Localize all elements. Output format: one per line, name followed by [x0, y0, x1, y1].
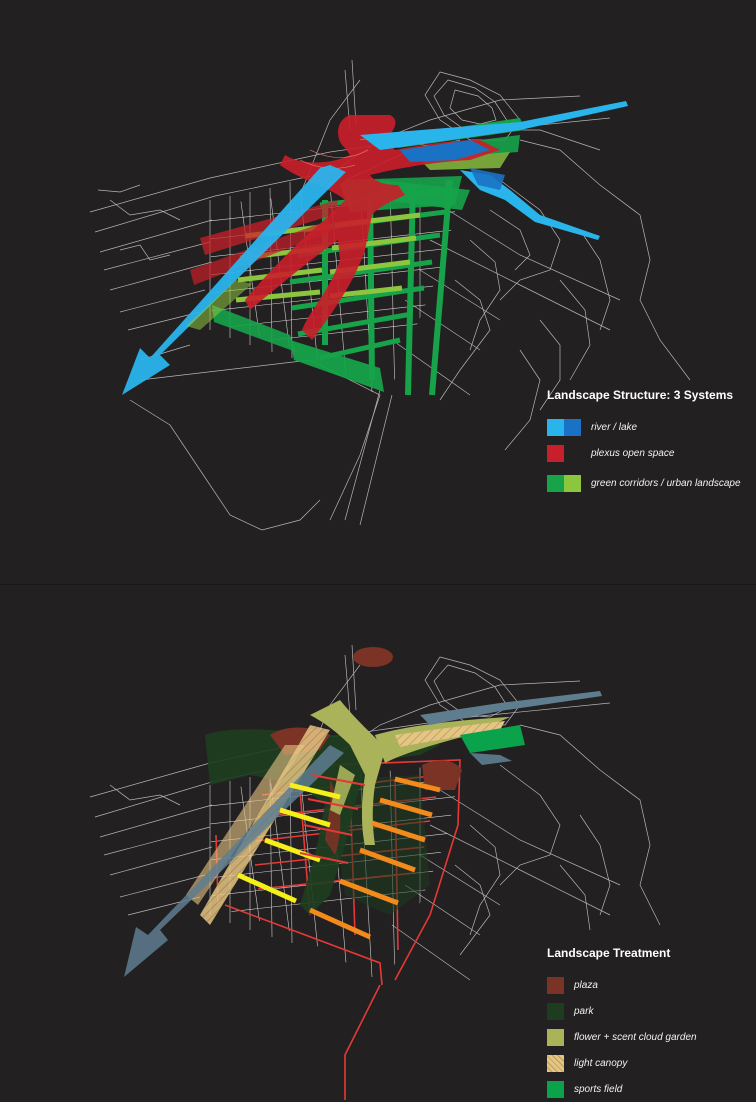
yellow-paths [236, 782, 341, 904]
plexus-swatch [547, 444, 564, 462]
legend-item-light-canopy: light canopy [547, 1050, 697, 1076]
legend-item-flower-garden: flower + scent cloud garden [547, 1024, 697, 1050]
legend-label: park [574, 1005, 594, 1017]
legend-label: plexus open space [591, 447, 675, 459]
legend-label: light canopy [574, 1057, 628, 1069]
legend-item-river-lake: river / lake [547, 414, 741, 440]
landscape-structure-map [89, 59, 691, 531]
legend-item-green-corridors: green corridors / urban landscape [547, 470, 741, 496]
flower-garden-swatch [547, 1028, 564, 1046]
plaza-swatch [547, 976, 564, 994]
legend-label: green corridors / urban landscape [591, 477, 741, 489]
legend-label: plaza [574, 979, 598, 991]
light-canopy-swatch [547, 1054, 564, 1072]
legend-item-park: park [547, 998, 697, 1024]
green-corridors-swatch [547, 474, 581, 492]
structure-legend-title: Landscape Structure: 3 Systems [547, 388, 734, 402]
site-linework [89, 59, 691, 531]
legend-label: flower + scent cloud garden [574, 1031, 697, 1043]
orange-paths [308, 776, 441, 940]
landscape-treatment-panel: Landscape Treatment plaza park flower + … [0, 585, 756, 1100]
legend-item-plexus-open-space: plexus open space [547, 440, 741, 466]
treatment-legend: Landscape Treatment plaza park flower + … [547, 946, 697, 1102]
river-lake-swatch [547, 418, 581, 436]
park-swatch [547, 1002, 564, 1020]
red-accent-paths [299, 774, 366, 864]
legend-item-plaza: plaza [547, 972, 697, 998]
legend-label: river / lake [591, 421, 638, 433]
sports-field-swatch [547, 1080, 564, 1098]
landscape-treatment-map [89, 644, 661, 1100]
structure-legend: Landscape Structure: 3 Systems river / l… [547, 388, 741, 496]
river-arrow [124, 691, 602, 977]
panel-divider [0, 584, 756, 585]
treatment-legend-title: Landscape Treatment [547, 946, 671, 960]
legend-item-sports-field: sports field [547, 1076, 697, 1102]
river-lake-system [122, 101, 628, 395]
legend-label: sports field [574, 1083, 623, 1095]
sports-field [460, 725, 525, 753]
landscape-structure-panel: Landscape Structure: 3 Systems river / l… [89, 59, 741, 531]
